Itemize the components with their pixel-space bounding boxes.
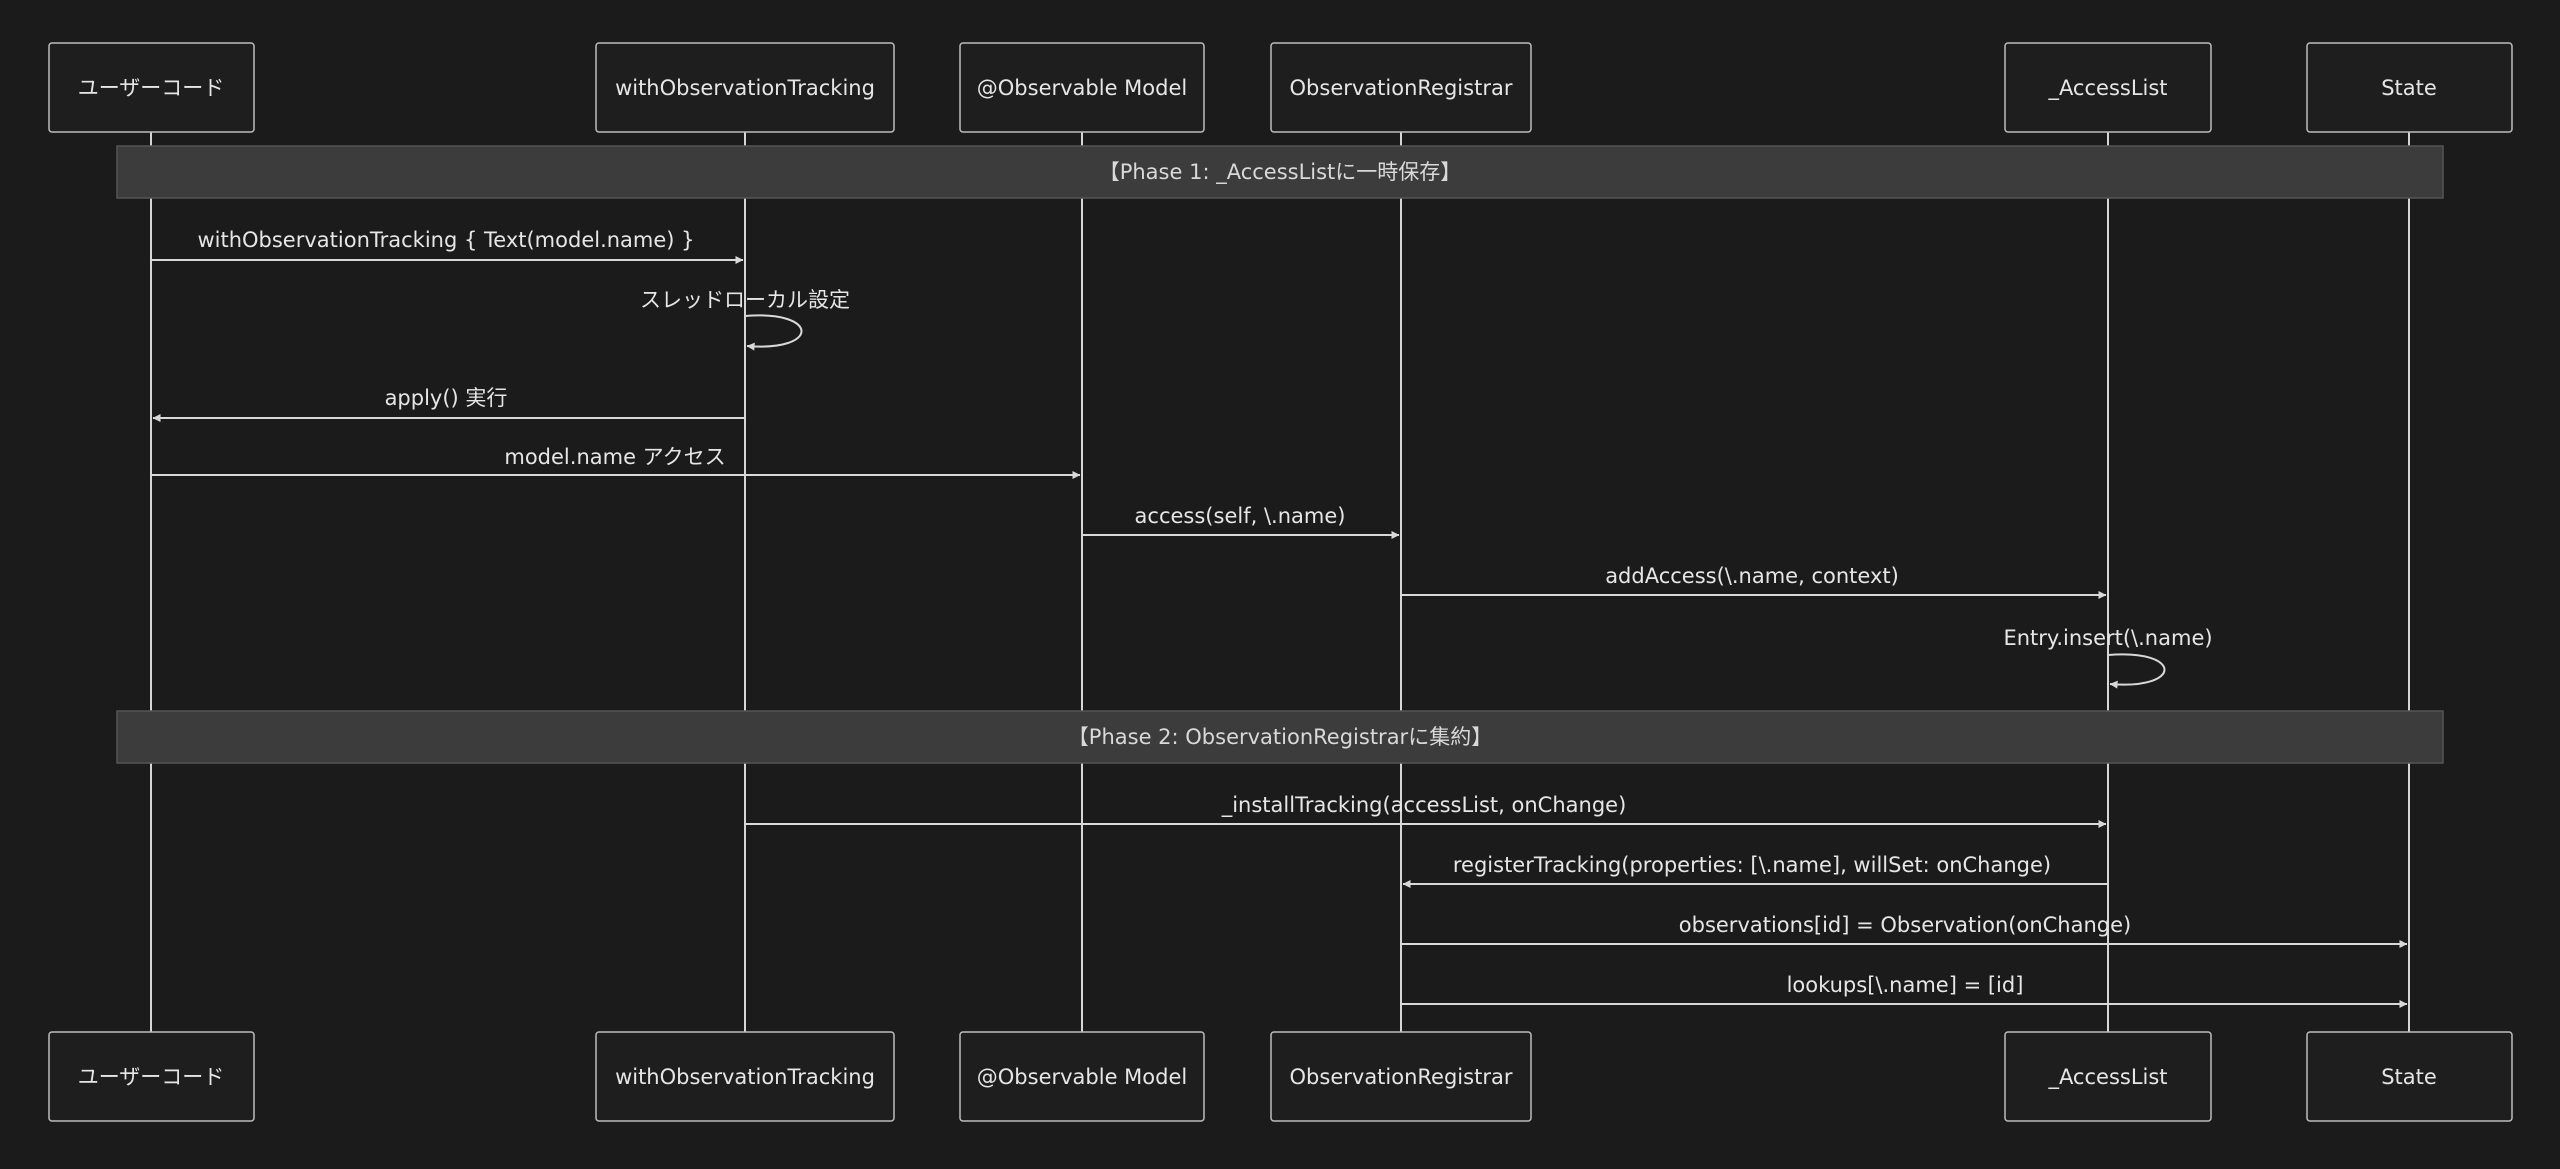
message-7-self: Entry.insert(\.name) — [2003, 626, 2213, 689]
actor-observable-model-bottom: @Observable Model — [959, 1031, 1205, 1122]
message-5: access(self, \.name) — [1082, 504, 1400, 539]
message-11-label: lookups[\.name] = [id] — [1787, 973, 2024, 997]
actor-state-top: State — [2306, 42, 2513, 133]
message-1-label: withObservationTracking { Text(model.nam… — [197, 228, 694, 252]
phase-label-2: 【Phase 2: ObservationRegistrarに集約】 — [1068, 725, 1492, 749]
actor-observation-registrar-bottom: ObservationRegistrar — [1270, 1031, 1532, 1122]
message-2-label: スレッドローカル設定 — [640, 288, 850, 312]
message-10-label: observations[id] = Observation(onChange) — [1679, 913, 2131, 937]
message-6: addAccess(\.name, context) — [1401, 564, 2107, 599]
message-11: lookups[\.name] = [id] — [1401, 973, 2408, 1008]
actor-access-list-bottom-label: _AccessList — [2047, 1065, 2167, 1090]
message-1: withObservationTracking { Text(model.nam… — [151, 228, 744, 264]
actor-with-observation-tracking-top-label: withObservationTracking — [615, 76, 875, 100]
phase-bar-2: 【Phase 2: ObservationRegistrarに集約】 — [116, 710, 2444, 764]
message-3: apply() 実行 — [152, 386, 745, 422]
actor-observable-model-bottom-label: @Observable Model — [977, 1065, 1187, 1089]
actor-state-bottom-label: State — [2381, 1065, 2437, 1089]
actor-observation-registrar-bottom-label: ObservationRegistrar — [1290, 1065, 1513, 1089]
message-4: model.name アクセス — [151, 445, 1081, 479]
actor-access-list-top: _AccessList — [2004, 42, 2212, 133]
message-9-label: registerTracking(properties: [\.name], w… — [1453, 853, 2051, 877]
phase-bar-1: 【Phase 1: _AccessListに一時保存】 — [116, 145, 2444, 199]
actor-access-list-bottom: _AccessList — [2004, 1031, 2212, 1122]
message-9: registerTracking(properties: [\.name], w… — [1402, 853, 2108, 888]
message-8: _installTracking(accessList, onChange) — [745, 793, 2107, 828]
message-2-self: スレッドローカル設定 — [640, 288, 850, 351]
actor-user-top-label: ユーザーコード — [78, 76, 225, 100]
message-4-label: model.name アクセス — [504, 445, 725, 469]
actor-observation-registrar-top: ObservationRegistrar — [1270, 42, 1532, 133]
actor-observable-model-top: @Observable Model — [959, 42, 1205, 133]
actor-with-observation-tracking-bottom: withObservationTracking — [595, 1031, 895, 1122]
actor-user-top: ユーザーコード — [48, 42, 255, 133]
message-8-label: _installTracking(accessList, onChange) — [1221, 793, 1627, 818]
message-7-label: Entry.insert(\.name) — [2003, 626, 2212, 650]
actor-user-bottom: ユーザーコード — [48, 1031, 255, 1122]
actor-observation-registrar-top-label: ObservationRegistrar — [1290, 76, 1513, 100]
message-6-label: addAccess(\.name, context) — [1605, 564, 1899, 588]
actor-user-bottom-label: ユーザーコード — [78, 1065, 225, 1089]
message-3-label: apply() 実行 — [385, 386, 508, 410]
actor-state-bottom: State — [2306, 1031, 2513, 1122]
actor-access-list-top-label: _AccessList — [2047, 76, 2167, 101]
message-5-label: access(self, \.name) — [1135, 504, 1346, 528]
actor-with-observation-tracking-bottom-label: withObservationTracking — [615, 1065, 875, 1089]
actor-observable-model-top-label: @Observable Model — [977, 76, 1187, 100]
actor-with-observation-tracking-top: withObservationTracking — [595, 42, 895, 133]
phase-label-1: 【Phase 1: _AccessListに一時保存】 — [1099, 160, 1462, 185]
actor-state-top-label: State — [2381, 76, 2437, 100]
message-10: observations[id] = Observation(onChange) — [1401, 913, 2408, 948]
